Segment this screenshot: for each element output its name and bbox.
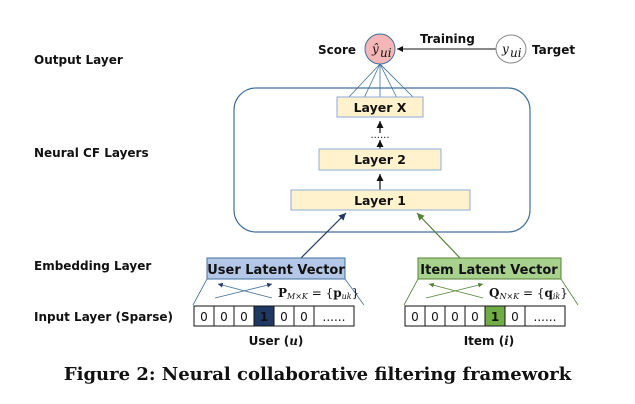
- layer-ellipsis: ......: [370, 130, 389, 141]
- item-latent-vector: Item Latent Vector: [417, 257, 562, 280]
- item-embedding-trapezoid: [403, 278, 579, 306]
- score-label: Score: [318, 43, 356, 57]
- item-embedding-arrow: [416, 212, 461, 259]
- output-connections: [347, 63, 415, 99]
- target-node: y ui: [495, 34, 527, 64]
- neural-cf-layers-label: Neural CF Layers: [34, 146, 149, 160]
- layer-x-label: Layer X: [354, 100, 407, 115]
- figure-caption: Figure 2: Neural collaborative filtering…: [63, 364, 572, 385]
- input-cell-value: 1: [260, 310, 268, 324]
- item-caption: Item (i): [464, 334, 515, 348]
- input-cell-value: ......: [323, 310, 346, 324]
- embedding-layer-label: Embedding Layer: [34, 259, 151, 273]
- input-cell-value: 0: [451, 310, 459, 324]
- prediction-symbol: ŷ: [371, 42, 379, 56]
- layer-1-label: Layer 1: [354, 193, 406, 208]
- training-label: Training: [420, 32, 475, 46]
- user-latent-vector-label: User Latent Vector: [207, 263, 345, 278]
- input-cell-value: 0: [411, 310, 419, 324]
- input-cell-value: 0: [200, 310, 208, 324]
- layer-x: Layer X: [336, 96, 424, 118]
- input-cell-value: 0: [240, 310, 248, 324]
- input-cell: [524, 305, 566, 327]
- item-matrix-formula: QN×K = {qik}: [489, 286, 568, 301]
- user-embedding-trapezoid: [192, 278, 365, 306]
- layer-2: Layer 2: [318, 148, 442, 171]
- layer-1: Layer 1: [290, 189, 471, 211]
- item-latent-vector-label: Item Latent Vector: [420, 263, 558, 278]
- input-cell: [313, 305, 355, 327]
- output-layer-label: Output Layer: [34, 53, 123, 67]
- layer-2-label: Layer 2: [354, 152, 406, 167]
- user-latent-vector: User Latent Vector: [206, 257, 346, 280]
- user-matrix-formula: PM×K = {puk}: [278, 286, 359, 301]
- user-caption: User (u): [249, 334, 304, 348]
- input-cell-value: 0: [511, 310, 519, 324]
- input-cell-value: 0: [300, 310, 308, 324]
- target-label: Target: [532, 43, 575, 57]
- neural-cf-frame: [233, 87, 531, 233]
- target-symbol: y: [501, 42, 509, 56]
- input-cell-value: 0: [280, 310, 288, 324]
- prediction-subscript: ui: [380, 46, 392, 60]
- input-cell-value: 0: [220, 310, 228, 324]
- target-subscript: ui: [510, 46, 522, 60]
- user-embedding-arrow: [300, 212, 347, 259]
- input-layer-label: Input Layer (Sparse): [34, 310, 173, 324]
- input-cell-value: 1: [491, 310, 499, 324]
- input-cell-value: 0: [431, 310, 439, 324]
- input-cell-value: ......: [534, 310, 557, 324]
- input-cell-value: 0: [471, 310, 479, 324]
- score-node: ŷ ui: [364, 33, 396, 65]
